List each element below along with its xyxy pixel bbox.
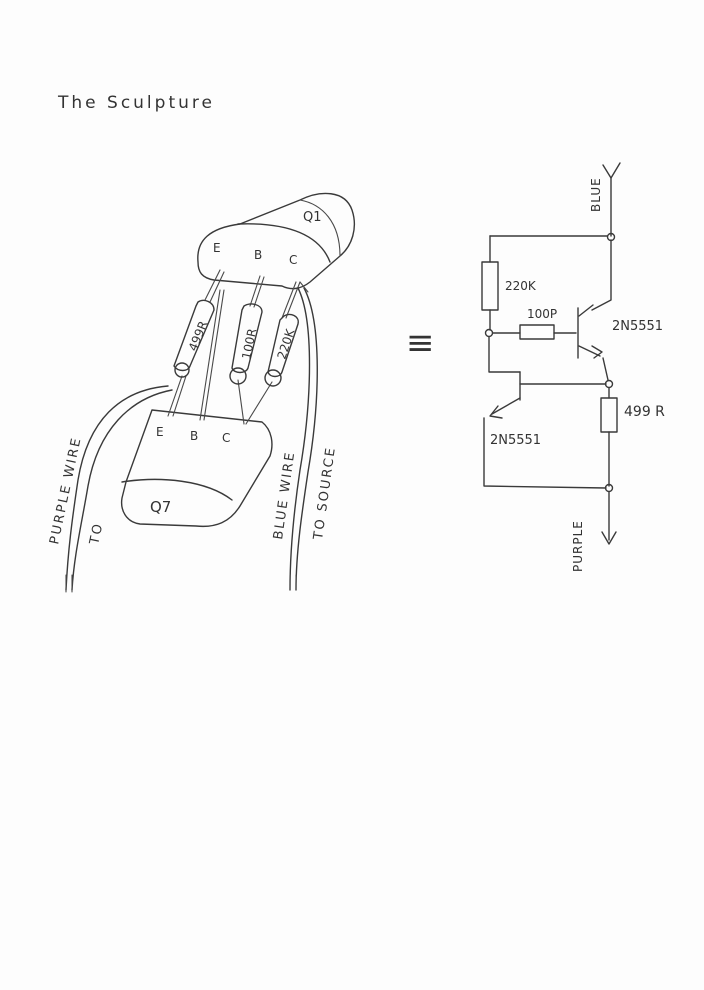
equivalence-sign: ≡	[406, 323, 435, 363]
blue-wire-label: BLUE WIRE	[271, 450, 298, 541]
resistor-100r: 100R	[229, 303, 263, 385]
q1-transistor: Q1 E B C	[197, 192, 356, 290]
schematic-c100p	[519, 324, 555, 340]
resistor-220k: 220K	[264, 313, 299, 387]
schematic-purple-label: PURPLE	[571, 520, 585, 572]
schematic-q-lower-label: 2N5551	[490, 433, 541, 448]
schematic-r499-label: 499 R	[624, 404, 665, 420]
q7-pin-c: C	[222, 431, 230, 445]
schematic-r220k	[481, 261, 499, 311]
schematic-blue-label: BLUE	[589, 177, 603, 212]
page-title: The Sculpture	[57, 93, 215, 113]
blue-wire-to-label: TO SOURCE	[311, 445, 339, 541]
sculpture-drawing: Q1 E B C Q7 E B C	[47, 192, 356, 593]
resistor-499r: 499R	[173, 299, 215, 378]
q7-pin-e: E	[156, 425, 164, 439]
blue-wire: BLUE WIRE TO SOURCE	[271, 281, 339, 591]
q1-pin-c: C	[289, 253, 297, 267]
schematic-q-upper-label: 2N5551	[612, 319, 663, 334]
resistor-100r-label: 100R	[239, 327, 259, 360]
q1-pin-e: E	[213, 241, 221, 255]
q7-pin-b: B	[190, 429, 198, 443]
q7-label: Q7	[150, 498, 171, 516]
schematic-diagram: BLUE 220K 100P 2N5551 499 R	[481, 162, 665, 572]
q1-pin-b: B	[254, 248, 262, 262]
schematic-r499	[600, 397, 618, 433]
schematic-c100p-label: 100P	[527, 307, 557, 321]
purple-wire-label: PURPLE WIRE	[47, 435, 84, 545]
node-base	[484, 328, 494, 338]
q7-transistor: Q7 E B C	[120, 409, 273, 528]
schematic-r220k-label: 220K	[505, 279, 537, 293]
q1-label: Q1	[303, 210, 322, 225]
purple-wire: PURPLE WIRE TO	[47, 385, 173, 593]
purple-wire-to-label: TO	[87, 521, 106, 547]
